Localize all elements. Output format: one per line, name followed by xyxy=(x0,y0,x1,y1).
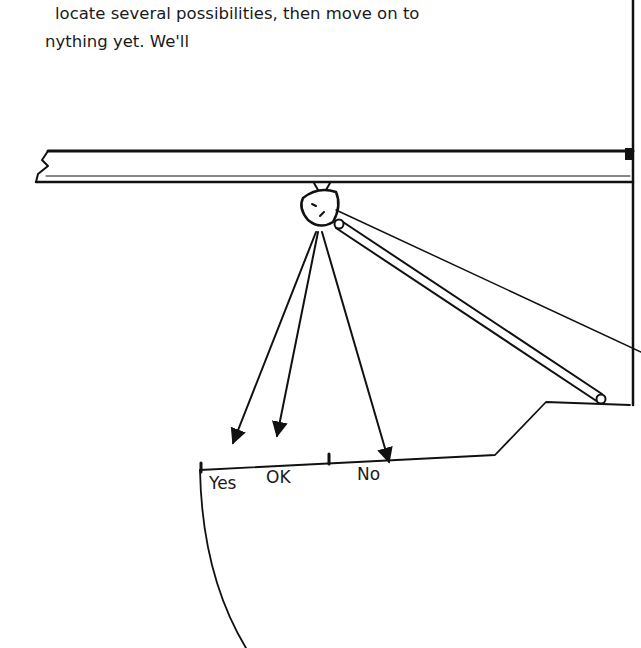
body-text: locate several possibilities, then move … xyxy=(55,4,419,24)
pendulum-rod xyxy=(335,220,606,404)
body-text: nything yet. We'll xyxy=(45,32,189,52)
chart-base xyxy=(200,402,630,648)
thread-line xyxy=(336,210,641,352)
arm-bar xyxy=(36,148,634,182)
wall-line xyxy=(632,0,635,405)
pendulum-weight xyxy=(301,183,338,226)
swing-arrows xyxy=(233,232,389,462)
scale-label: Yes xyxy=(209,473,236,493)
scale-label: OK xyxy=(266,467,291,487)
scale-label: No xyxy=(357,464,380,484)
